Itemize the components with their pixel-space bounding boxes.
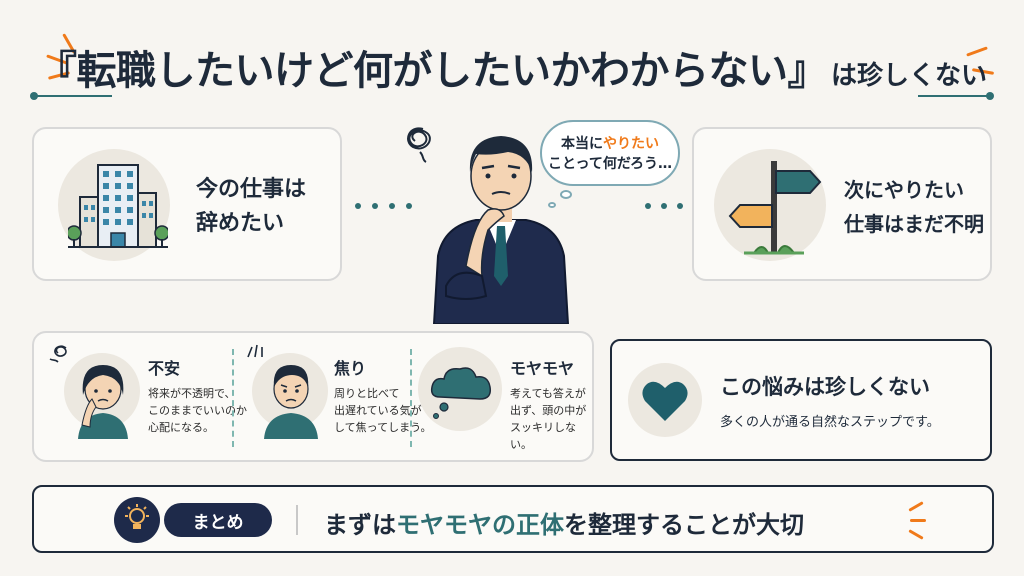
- emotion-moyamoya-line: 考えても答えが: [510, 387, 586, 400]
- reassure-card: この悩みは珍しくない 多くの人が通る自然なステップです。: [610, 339, 992, 461]
- thought-line1: 本当にやりたい: [542, 134, 678, 154]
- emotion-impatience-line: 周りと比べて: [334, 387, 400, 400]
- card-next-job-line1: 次にやりたい: [844, 178, 964, 202]
- title-rule-left: [36, 95, 112, 97]
- scribble-icon: [49, 345, 67, 363]
- thought-line2: ことって何だろう…: [547, 156, 673, 172]
- emotion-anxiety-title: 不安: [148, 359, 181, 378]
- scribble-icon: [407, 127, 431, 163]
- reassure-desc: 多くの人が通る自然なステップです。: [720, 415, 940, 430]
- page-title: 『転職したいけど何がしたいかわからない』 は珍しくない: [37, 38, 987, 98]
- title-sub: は珍しくない: [831, 61, 988, 91]
- summary-pre: まずは: [324, 511, 396, 539]
- emotion-moyamoya-line: スッキリしない。: [510, 421, 576, 451]
- cloud-icon: [430, 367, 492, 419]
- summary-bar: まとめ まずはモヤモヤの正体を整理することが大切: [32, 485, 994, 553]
- emotion-moyamoya-title: モヤモヤ: [510, 359, 575, 378]
- signpost-icon: [728, 161, 822, 255]
- title-rule-right: [918, 95, 990, 97]
- summary-sparks: [906, 501, 936, 541]
- emotions-panel: 不安 将来が不透明で、 このままでいいのか 心配になる。 焦り 周りと比べて 出…: [32, 331, 594, 462]
- card-quit-job-text: 今の仕事は 辞めたい: [196, 173, 306, 241]
- thought-bubble-tail: [560, 190, 572, 199]
- connector-dot: [372, 203, 378, 209]
- emotion-anxiety-desc: 将来が不透明で、 このままでいいのか 心配になる。: [148, 385, 247, 436]
- emotion-impatience-desc: 周りと比べて 出遅れている気が して焦ってしまう。: [334, 385, 431, 436]
- emotion-anxiety-line: 心配になる。: [148, 421, 214, 434]
- heart-icon: [642, 381, 688, 421]
- thought-bubble-tail: [548, 202, 556, 208]
- connector-dot: [677, 203, 683, 209]
- emotion-anxiety-line: このままでいいのか: [148, 404, 247, 417]
- divider: [410, 349, 412, 447]
- summary-label: まとめ: [164, 503, 272, 537]
- summary-post: を整理することが大切: [564, 511, 804, 539]
- worried-woman-icon: [78, 365, 128, 439]
- connector-dot: [661, 203, 667, 209]
- title-rule-dot-left: [30, 92, 38, 100]
- emotion-impatience-line: して焦ってしまう。: [334, 421, 432, 434]
- card-next-job: 次にやりたい 仕事はまだ不明: [692, 127, 992, 281]
- thought-bubble: 本当にやりたい ことって何だろう…: [540, 120, 680, 186]
- emotion-impatience-line: 出遅れている気が: [334, 404, 422, 417]
- summary-highlight: モヤモヤの正体: [396, 511, 564, 539]
- connector-dot: [389, 203, 395, 209]
- card-quit-job-line1: 今の仕事は: [196, 177, 307, 202]
- building-icon: [68, 164, 168, 248]
- title-rule-dot-right: [986, 92, 994, 100]
- stress-lines-icon: [247, 344, 263, 358]
- reassure-title: この悩みは珍しくない: [720, 375, 930, 399]
- summary-text: まずはモヤモヤの正体を整理することが大切: [324, 505, 804, 540]
- title-main: 『転職したいけど何がしたいかわからない』: [37, 48, 828, 94]
- thought-line1-pre: 本当に: [561, 136, 603, 152]
- thought-highlight: やりたい: [603, 136, 659, 152]
- connector-dot: [645, 203, 651, 209]
- connector-dot: [355, 203, 361, 209]
- worried-man-icon: [264, 365, 318, 439]
- divider: [232, 349, 234, 447]
- lightbulb-icon: [125, 504, 149, 529]
- connector-dot: [406, 203, 412, 209]
- card-quit-job: 今の仕事は 辞めたい: [32, 127, 342, 281]
- emotion-anxiety-line: 将来が不透明で、: [148, 387, 236, 400]
- emotion-moyamoya-desc: 考えても答えが 出ず、頭の中が スッキリしない。: [510, 385, 592, 453]
- emotion-moyamoya-line: 出ず、頭の中が: [510, 404, 587, 417]
- emotion-impatience-title: 焦り: [334, 359, 367, 378]
- card-next-job-line2: 仕事はまだ不明: [844, 212, 984, 236]
- card-next-job-text: 次にやりたい 仕事はまだ不明: [844, 173, 984, 241]
- summary-divider: [296, 505, 298, 535]
- confused-man-icon: [432, 136, 570, 324]
- card-quit-job-line2: 辞めたい: [196, 211, 285, 236]
